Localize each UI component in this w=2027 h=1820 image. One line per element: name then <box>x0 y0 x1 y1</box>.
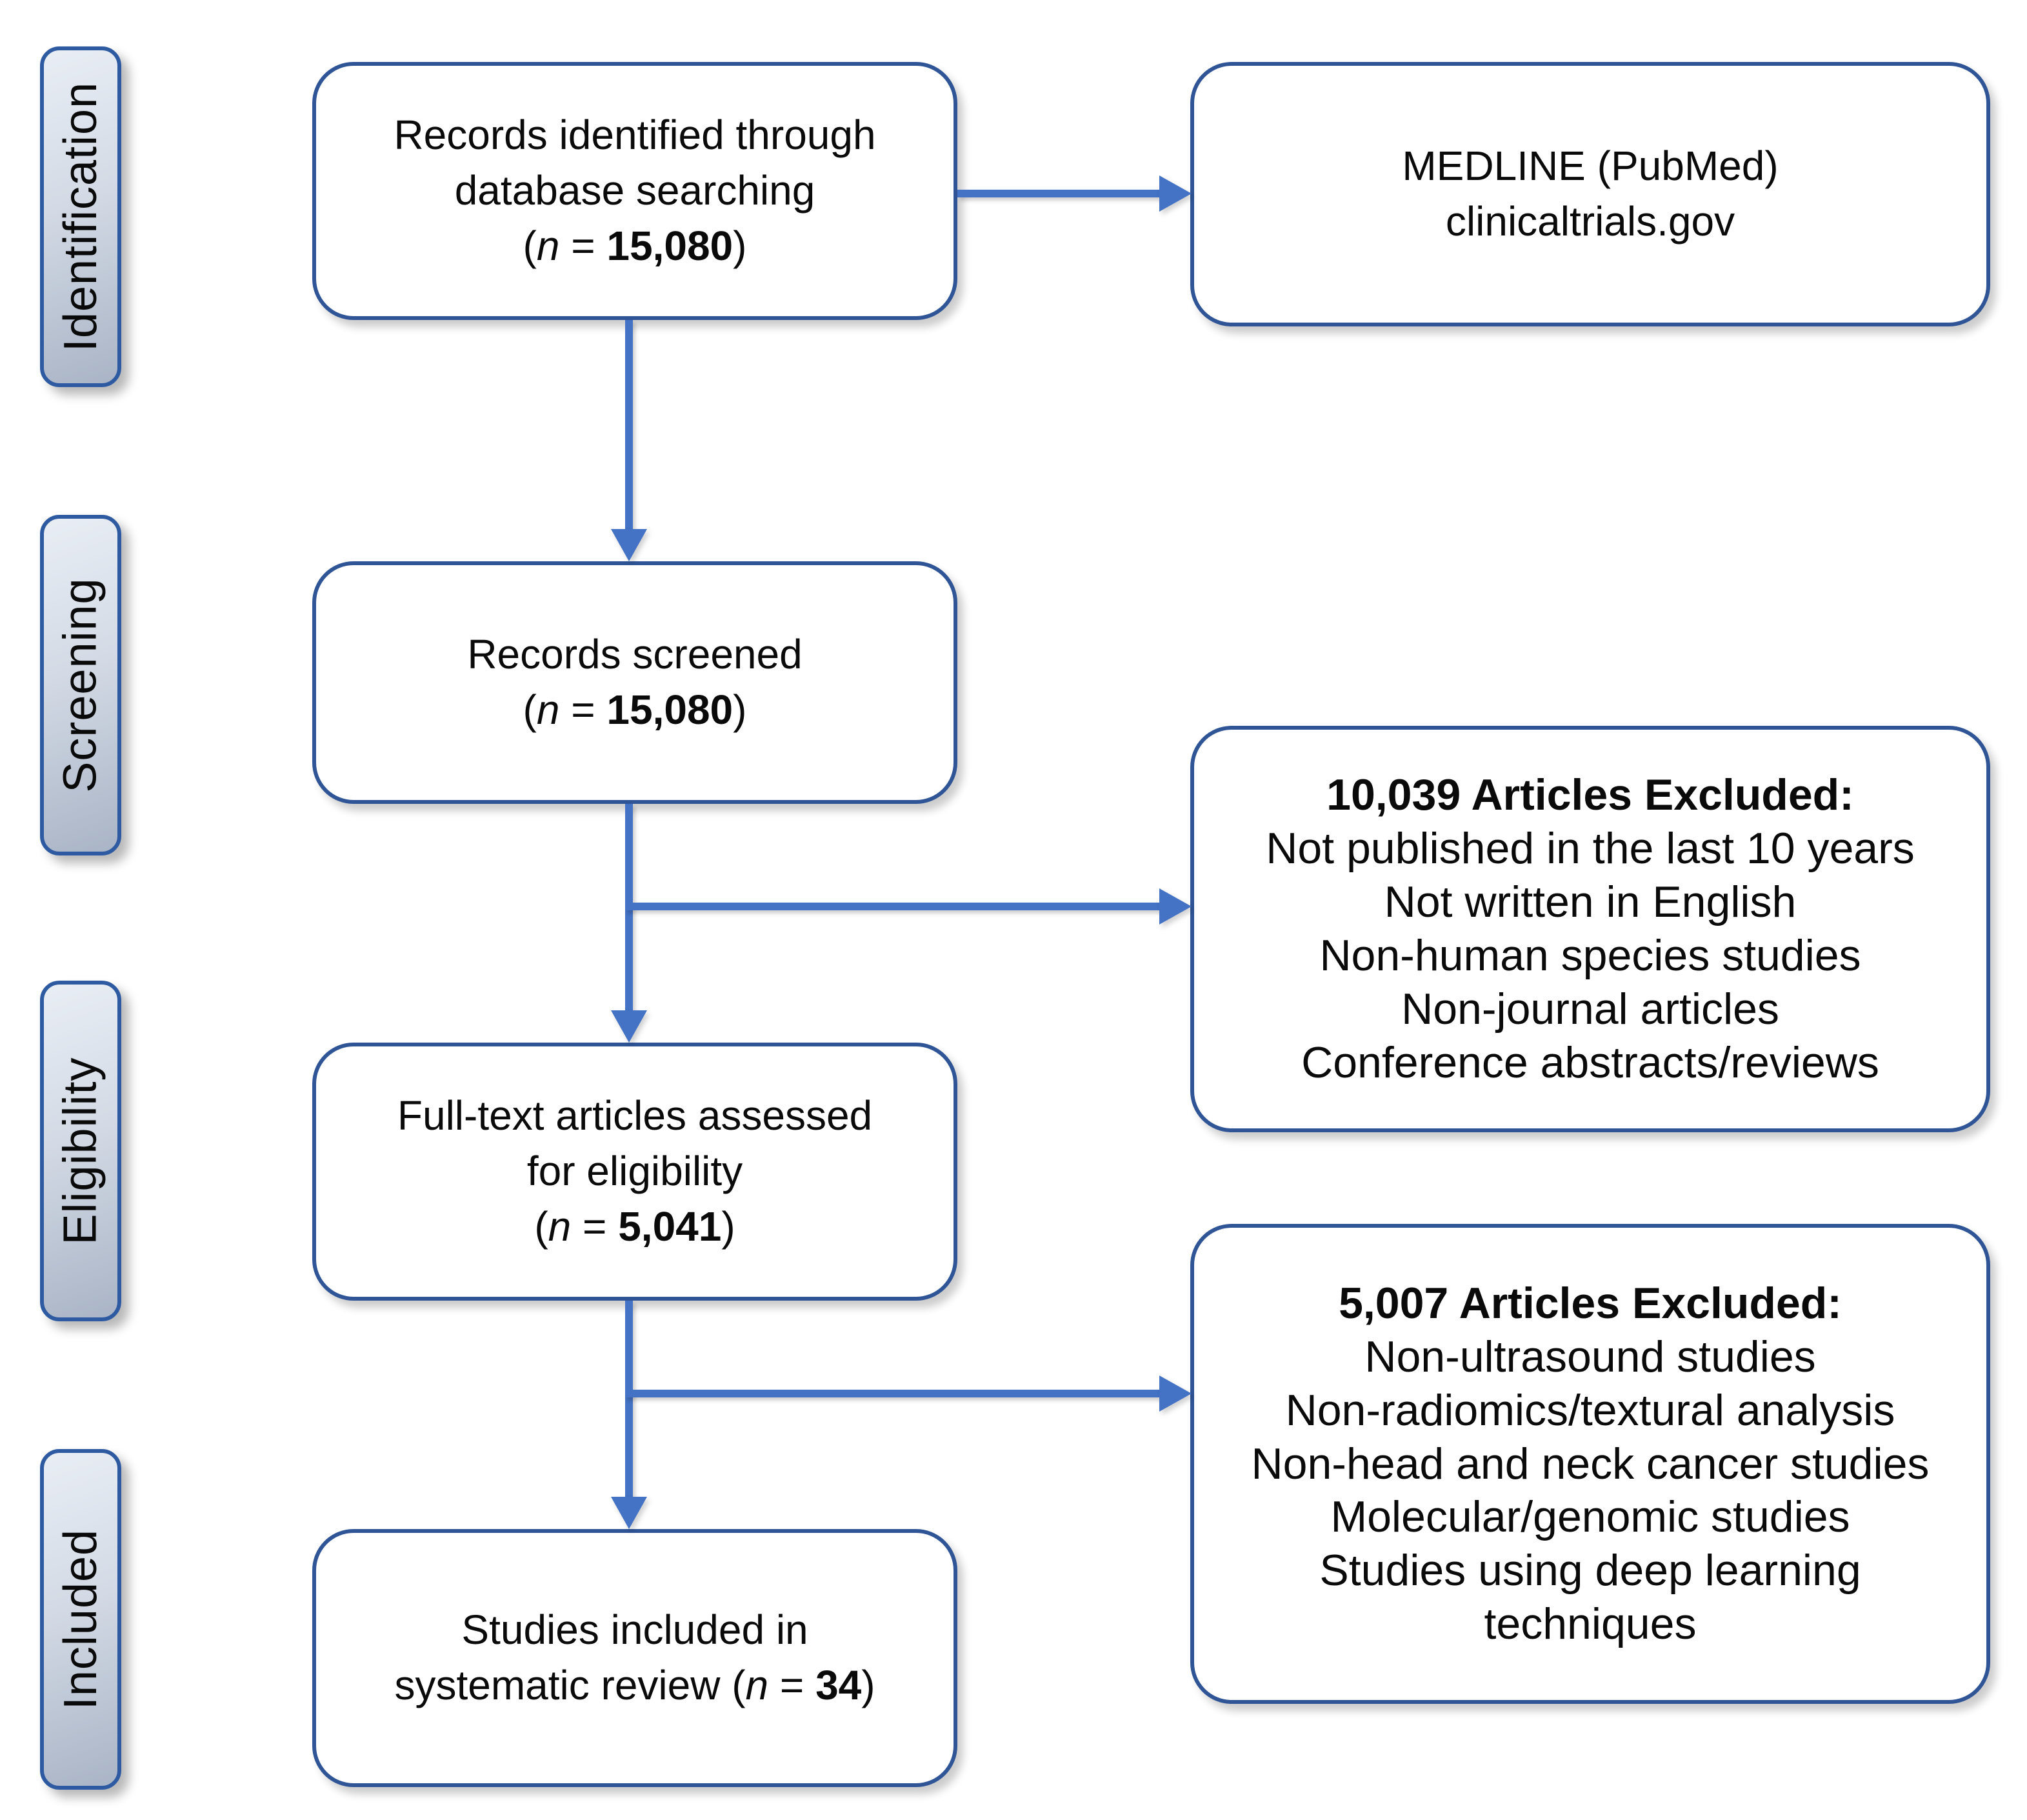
box-text-line: Full-text articles assessed <box>397 1092 873 1139</box>
box-text-line: systematic review (n = 34) <box>394 1662 875 1708</box>
stage-label-included: Included <box>40 1449 121 1790</box>
arrow-identified-to-databases-line <box>957 190 1159 197</box>
databases-box: MEDLINE (PubMed) clinicaltrials.gov <box>1190 62 1990 326</box>
box-text-line: (n = 15,080) <box>523 222 747 269</box>
box-text-line: database searching <box>454 167 815 214</box>
arrow-screened-to-excluded-arrowhead-icon <box>1159 888 1192 925</box>
records-screened-box: Records screened (n = 15,080) <box>312 561 957 804</box>
arrow-screened-to-excluded-line <box>625 903 1159 910</box>
box-text-line: Non-human species studies <box>1319 931 1861 980</box>
box-text-line: Conference abstracts/reviews <box>1301 1037 1879 1087</box>
stage-label-identification: Identification <box>40 46 121 387</box>
box-text-line: Not written in English <box>1384 877 1797 927</box>
box-text-line: Not published in the last 10 years <box>1266 824 1915 874</box>
arrow-identified-to-screened-arrowhead-icon <box>611 529 647 561</box>
stage-label-text: Eligibility <box>55 1057 106 1245</box>
box-text-line: Non-ultrasound studies <box>1364 1332 1816 1381</box>
arrow-fulltext-to-included-arrowhead-icon <box>611 1497 647 1529</box>
box-text-line: 5,007 Articles Excluded: <box>1339 1278 1842 1328</box>
box-text-line: (n = 5,041) <box>534 1203 735 1250</box>
box-text-line: (n = 15,080) <box>523 686 747 733</box>
arrow-fulltext-to-excluded-line <box>625 1390 1159 1397</box>
arrow-fulltext-to-included-line <box>625 1301 633 1502</box>
fulltext-assessed-box: Full-text articles assessed for eligibili… <box>312 1043 957 1301</box>
box-text-line: Records identified through <box>394 112 876 159</box>
box-text-line: clinicaltrials.gov <box>1445 198 1735 245</box>
box-text-line: MEDLINE (PubMed) <box>1402 143 1779 190</box>
box-text-line: 10,039 Articles Excluded: <box>1326 770 1854 820</box>
stage-label-text: Identification <box>55 81 107 352</box>
arrow-identified-to-screened-line <box>625 320 633 534</box>
stage-label-eligibility: Eligibility <box>40 981 121 1321</box>
studies-included-box: Studies included in systematic review (n … <box>312 1529 957 1787</box>
box-text-line: Non-head and neck cancer studies <box>1251 1439 1930 1488</box>
box-text-line: Records screened <box>467 631 803 678</box>
box-text-line: Non-radiomics/textural analysis <box>1285 1385 1895 1435</box>
arrow-fulltext-to-excluded-arrowhead-icon <box>1159 1375 1192 1412</box>
records-identified-box: Records identified through database searc… <box>312 62 957 320</box>
stage-label-text: Included <box>55 1528 106 1710</box>
box-text-line: Non-journal articles <box>1401 984 1779 1034</box>
arrow-identified-to-databases-arrowhead-icon <box>1159 175 1192 212</box>
articles-excluded-screening-box: 10,039 Articles Excluded:Not published i… <box>1190 726 1990 1132</box>
box-text-line: techniques <box>1484 1599 1697 1649</box>
articles-excluded-eligibility-box: 5,007 Articles Excluded:Non-ultrasound s… <box>1190 1224 1990 1704</box>
box-text-line: Studies included in <box>461 1606 808 1654</box>
stage-label-screening: Screening <box>40 515 121 855</box>
box-text-line: Studies using deep learning <box>1319 1546 1861 1595</box>
box-text-line: for eligibility <box>526 1148 743 1195</box>
box-text-line: Molecular/genomic studies <box>1330 1492 1850 1542</box>
stage-label-text: Screening <box>55 577 106 793</box>
arrow-screened-to-fulltext-arrowhead-icon <box>611 1010 647 1043</box>
